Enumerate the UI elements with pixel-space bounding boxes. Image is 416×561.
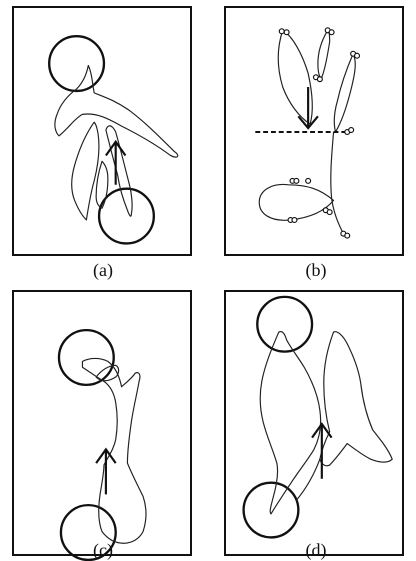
caption-a: (a) [73,260,133,281]
panel-d-drawing [226,292,402,554]
leaf-lower-left [259,184,333,220]
caption-d: (d) [286,540,346,561]
leaf-top-center [318,30,330,77]
caption-b: (b) [286,260,346,281]
arrow-up [106,142,126,185]
panel-c-drawing [14,292,190,554]
circle-bottom [244,483,299,538]
leaf-blade [82,358,146,543]
leaf-left [260,332,320,514]
stem-main [331,132,344,234]
circle-top [59,330,114,385]
panel-b [224,6,404,256]
panel-a-drawing [14,8,190,254]
panel-b-drawing [226,8,402,254]
circle-top [49,36,104,91]
panel-c [12,290,192,556]
panel-a [12,6,192,256]
leaf-middle [96,161,108,208]
leaf-right [320,332,392,466]
circle-top [257,297,312,352]
marker-dots [279,28,359,238]
arrow-up [96,449,116,494]
caption-c: (c) [73,540,133,561]
leaf-lower [106,126,132,216]
leaf-top-right [334,54,355,132]
circle-bottom [99,189,154,244]
leaf-stalk [296,459,319,500]
leaf-left [72,122,99,220]
panel-d [224,290,404,556]
arrow-down [298,87,318,128]
